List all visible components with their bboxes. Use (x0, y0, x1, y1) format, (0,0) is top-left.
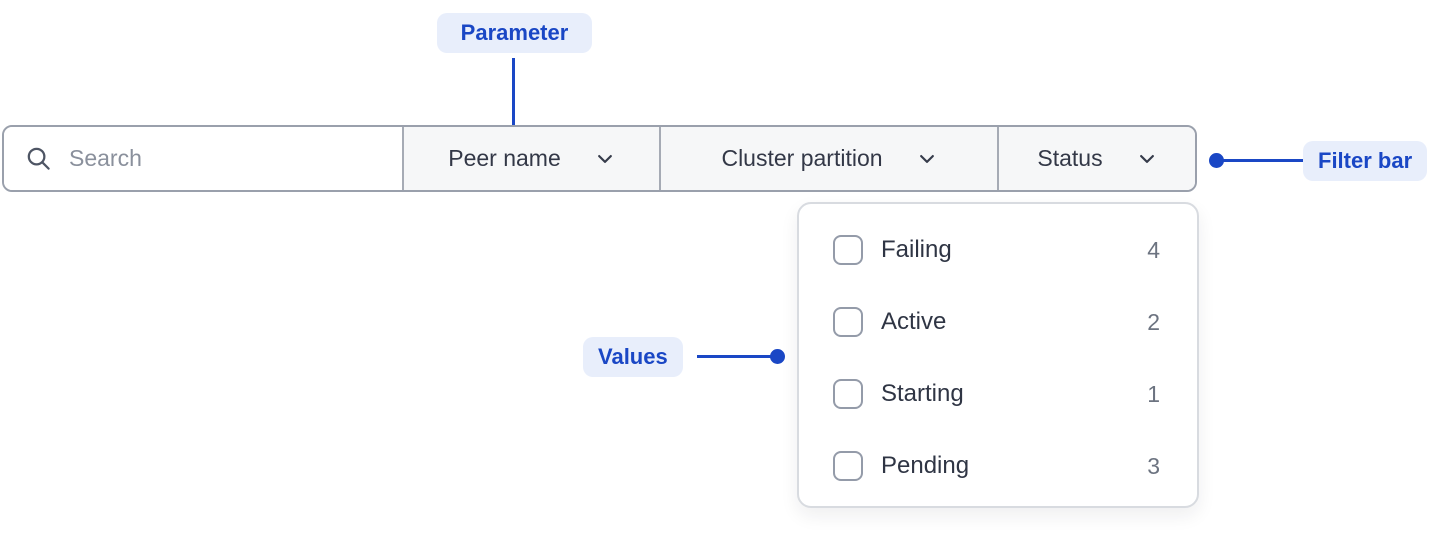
status-option-label: Active (881, 308, 947, 335)
callout-filter-bar-label: Filter bar (1303, 141, 1428, 181)
filter-dropdown-label: Status (1037, 145, 1103, 171)
parameter-connector-line (512, 58, 515, 138)
chevron-down-icon (1137, 149, 1157, 169)
filter-dropdown-label: Peer name (448, 145, 561, 171)
status-option-label: Pending (881, 452, 970, 479)
callout-parameter-label: Parameter (437, 13, 592, 53)
search-field[interactable] (4, 127, 402, 190)
status-option-pending[interactable]: Pending 3 (799, 430, 1197, 502)
status-option-active[interactable]: Active 2 (799, 286, 1197, 358)
status-option-checkbox[interactable] (833, 307, 863, 337)
callout-values-label: Values (583, 337, 683, 377)
filter-bar: Peer name Cluster partition Status (2, 125, 1197, 192)
status-option-label: Starting (881, 380, 964, 407)
filter-dropdown-peer-name[interactable]: Peer name (402, 127, 659, 190)
status-option-checkbox[interactable] (833, 451, 863, 481)
filter-bar-connector-dot (1209, 153, 1224, 168)
status-option-starting[interactable]: Starting 1 (799, 358, 1197, 430)
status-option-count: 1 (1147, 380, 1160, 407)
status-option-checkbox[interactable] (833, 235, 863, 265)
chevron-down-icon (917, 149, 937, 169)
status-option-label: Failing (881, 236, 952, 263)
status-option-count: 2 (1147, 308, 1160, 335)
status-option-checkbox[interactable] (833, 379, 863, 409)
chevron-down-icon (595, 149, 615, 169)
search-icon (25, 145, 52, 172)
status-option-count: 4 (1147, 236, 1160, 263)
status-option-count: 3 (1147, 452, 1160, 479)
values-connector-dot (770, 349, 785, 364)
search-input[interactable] (69, 145, 386, 172)
filter-dropdown-label: Cluster partition (721, 145, 883, 171)
filter-bar-connector-line (1221, 159, 1303, 162)
status-dropdown-menu: Failing 4 Active 2 Starting 1 Pending 3 (797, 202, 1199, 508)
status-option-failing[interactable]: Failing 4 (799, 214, 1197, 286)
filter-dropdown-cluster-partition[interactable]: Cluster partition (659, 127, 997, 190)
filter-dropdown-status[interactable]: Status (997, 127, 1195, 190)
values-connector-line (697, 355, 771, 358)
